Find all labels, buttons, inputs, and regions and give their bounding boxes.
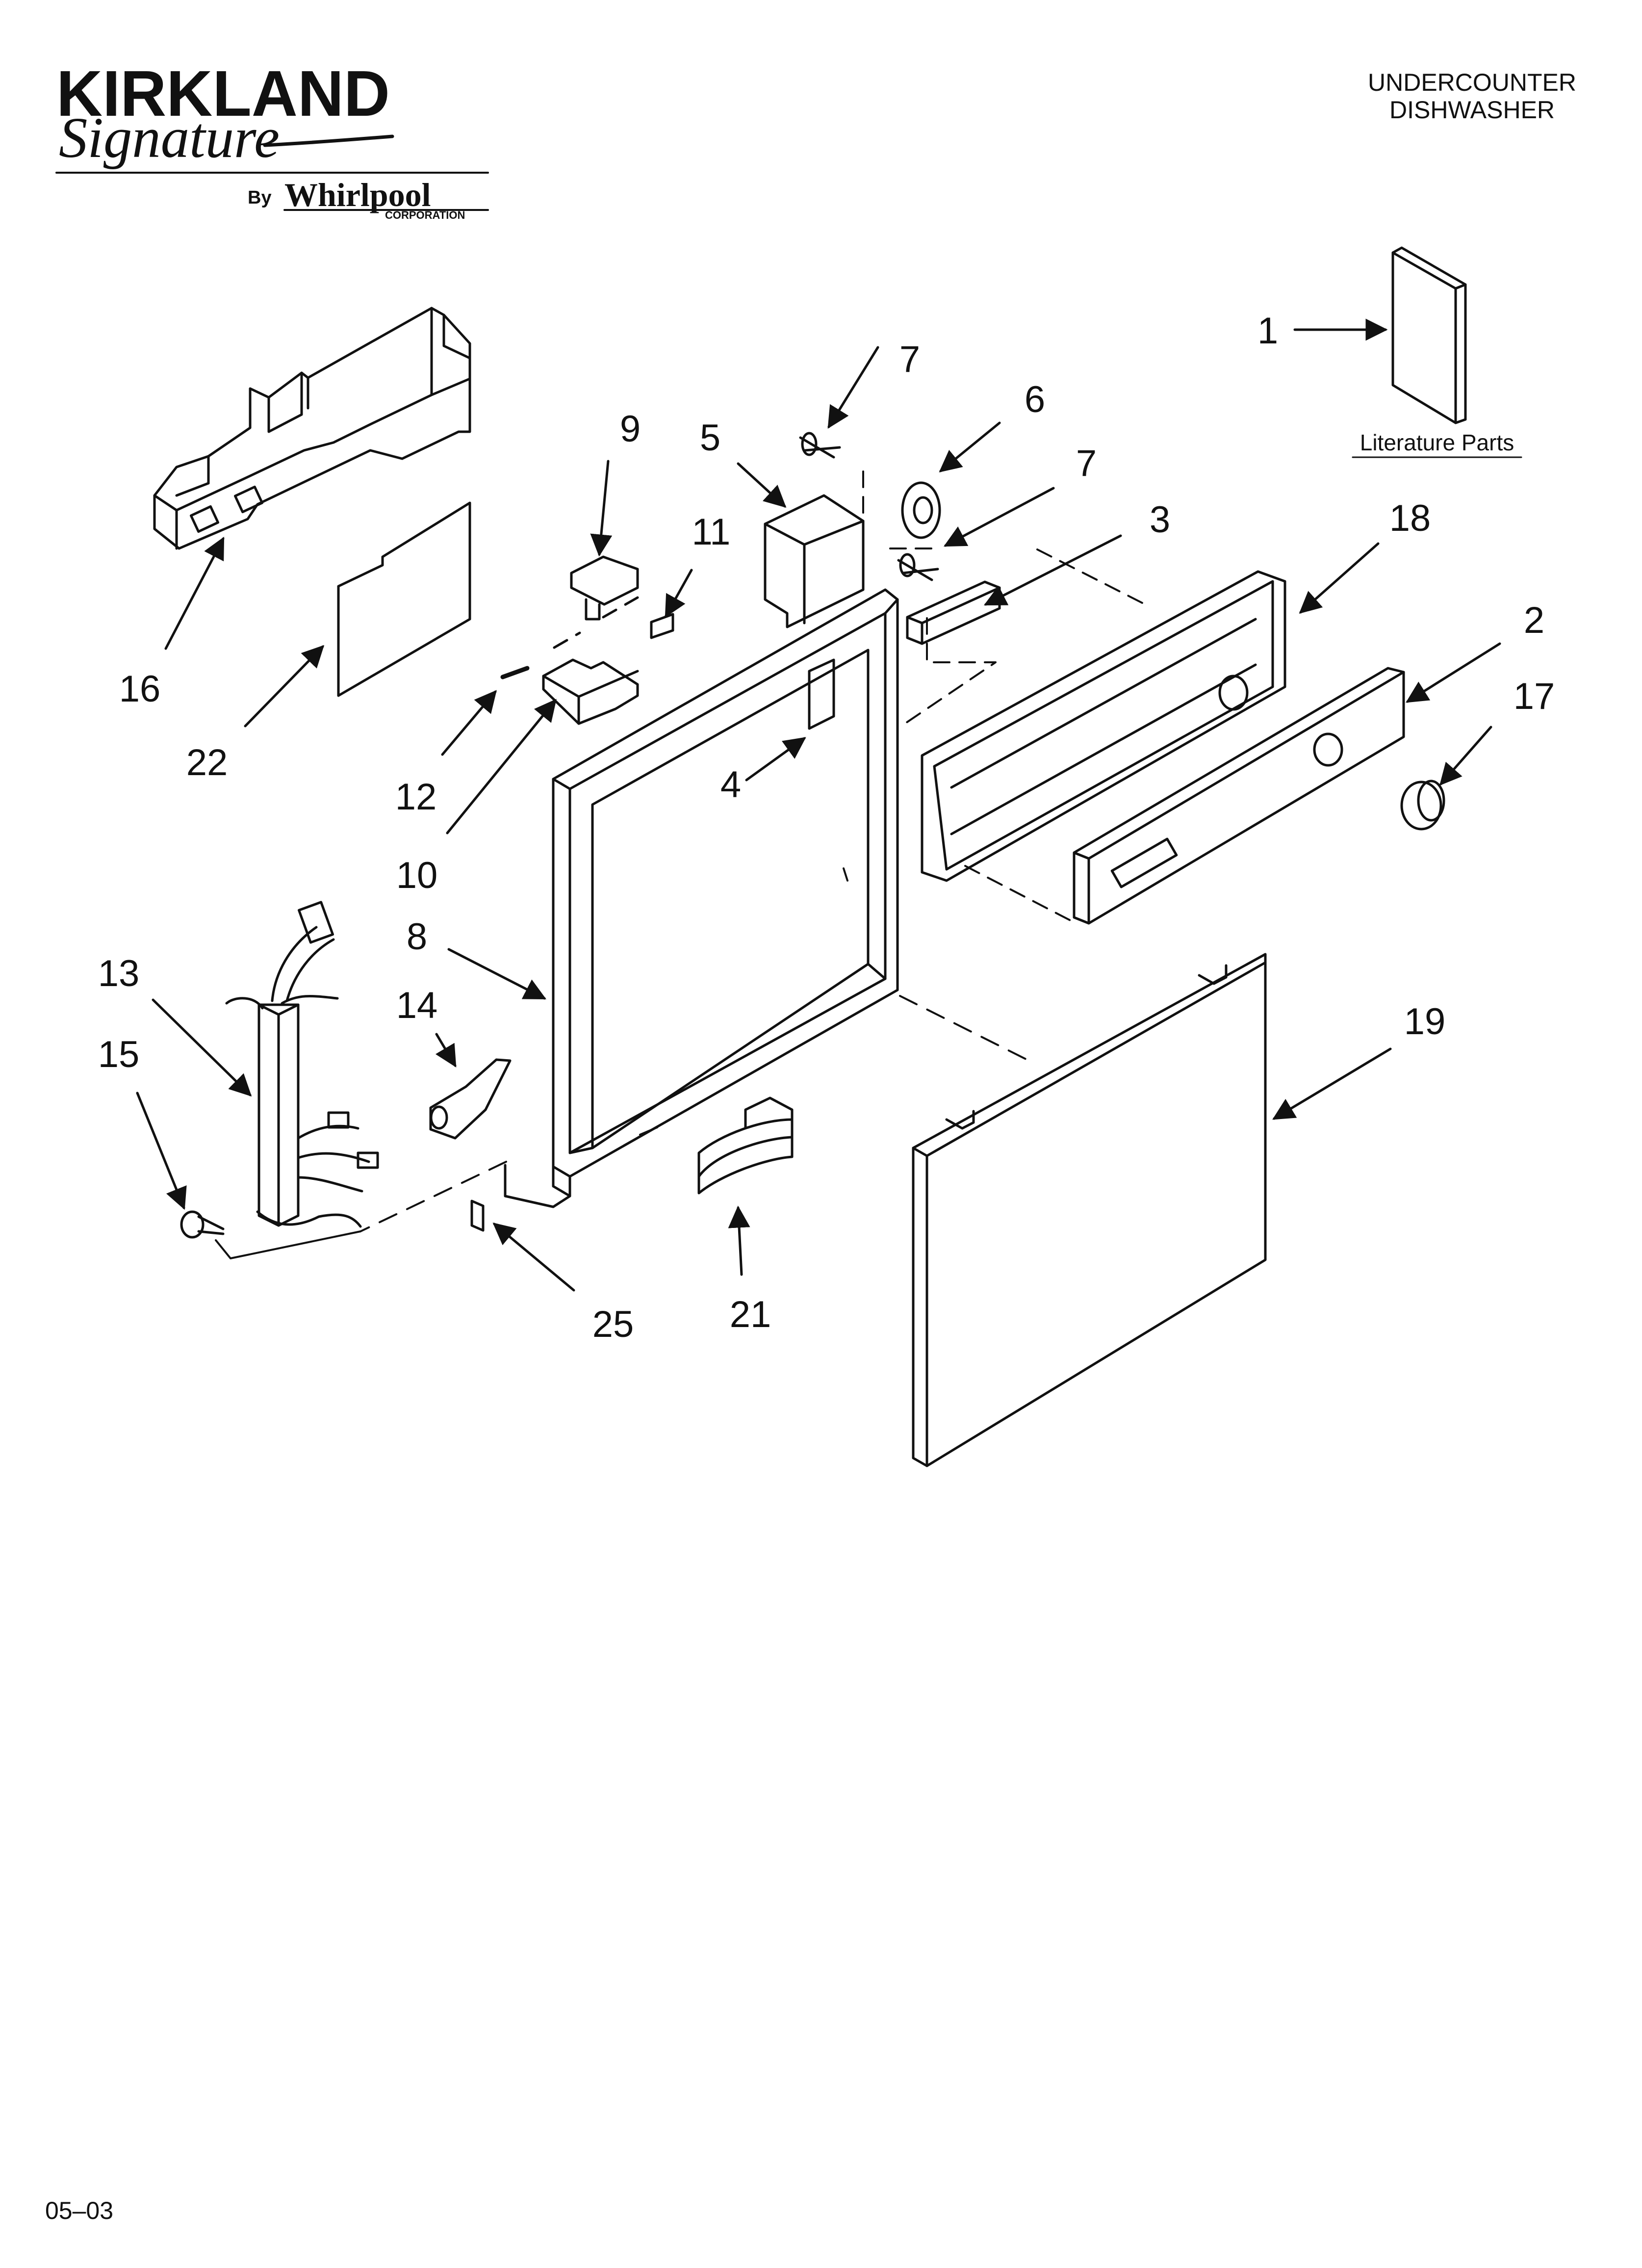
date-code: 05–03: [45, 2197, 114, 2224]
part-19-door-panel: [912, 953, 1392, 1467]
callout-1: 1: [1257, 310, 1278, 352]
part-16-console-housing: [153, 307, 471, 650]
part-21-handle: [697, 1096, 794, 1276]
kirkland-logo: KIRKLAND Signature By Whirlpool CORPORAT…: [55, 57, 489, 221]
callout-labels: 1 2 3 4 5 6 7 7 8 9 10 11 12 13 14 15 16…: [98, 310, 1555, 1345]
literature-parts-label: Literature Parts: [1360, 430, 1514, 455]
callout-15: 15: [98, 1034, 140, 1075]
logo-kirkland-text: KIRKLAND: [56, 57, 390, 130]
part-6-knob: [901, 421, 1001, 539]
callout-22: 22: [186, 742, 228, 783]
callout-10: 10: [396, 855, 438, 896]
callout-5: 5: [700, 417, 720, 459]
part-25-clip: [470, 1199, 575, 1292]
part-17-knob: [1400, 726, 1492, 831]
callout-25: 25: [592, 1303, 634, 1345]
callout-9: 9: [620, 408, 641, 450]
part-22-insulation: [244, 501, 471, 728]
callout-7-mid: 7: [1076, 443, 1097, 484]
callout-12: 12: [395, 776, 437, 818]
callout-21: 21: [730, 1294, 771, 1335]
part-10-switch-holder: [446, 658, 639, 834]
part-7-screw-top: [799, 346, 879, 459]
callout-6: 6: [1025, 379, 1045, 420]
part-15-screw: [136, 1092, 225, 1239]
part-12-spacer: [441, 666, 530, 756]
title-line-1: UNDERCOUNTER: [1368, 69, 1576, 96]
part-11-clip: [650, 569, 693, 639]
logo-whirlpool-text: Whirlpool: [284, 176, 431, 213]
callout-2: 2: [1524, 600, 1544, 641]
part-2-overlay: [1073, 642, 1501, 925]
callout-4: 4: [720, 764, 741, 806]
callout-13: 13: [98, 953, 140, 994]
part-14-connector: [429, 1033, 512, 1140]
assembly-reference-lines: [215, 465, 1146, 1259]
callout-7-top: 7: [899, 339, 920, 380]
callout-14: 14: [396, 985, 438, 1026]
callout-8: 8: [407, 916, 427, 958]
part-1-literature: [1293, 246, 1467, 424]
part-8-door-frame: [447, 588, 899, 1208]
part-3-switch-board: [906, 534, 1122, 645]
part-5-timer: [737, 462, 865, 628]
logo-signature-text: Signature: [59, 105, 280, 170]
part-9-switch: [570, 460, 639, 621]
callout-3: 3: [1150, 499, 1170, 541]
part-13-wire-harness: [152, 901, 379, 1228]
logo-by-text: By: [248, 187, 272, 208]
callout-18: 18: [1389, 497, 1431, 539]
callout-16: 16: [119, 668, 161, 710]
callout-17: 17: [1514, 676, 1555, 717]
callout-11: 11: [692, 511, 731, 553]
logo-corporation-text: CORPORATION: [385, 209, 465, 221]
part-4-latch: [745, 737, 806, 782]
part-7-screw-mid: [897, 487, 1055, 581]
part-18-control-panel: [921, 542, 1380, 882]
callout-19: 19: [1404, 1001, 1446, 1043]
title-line-2: DISHWASHER: [1389, 96, 1555, 124]
